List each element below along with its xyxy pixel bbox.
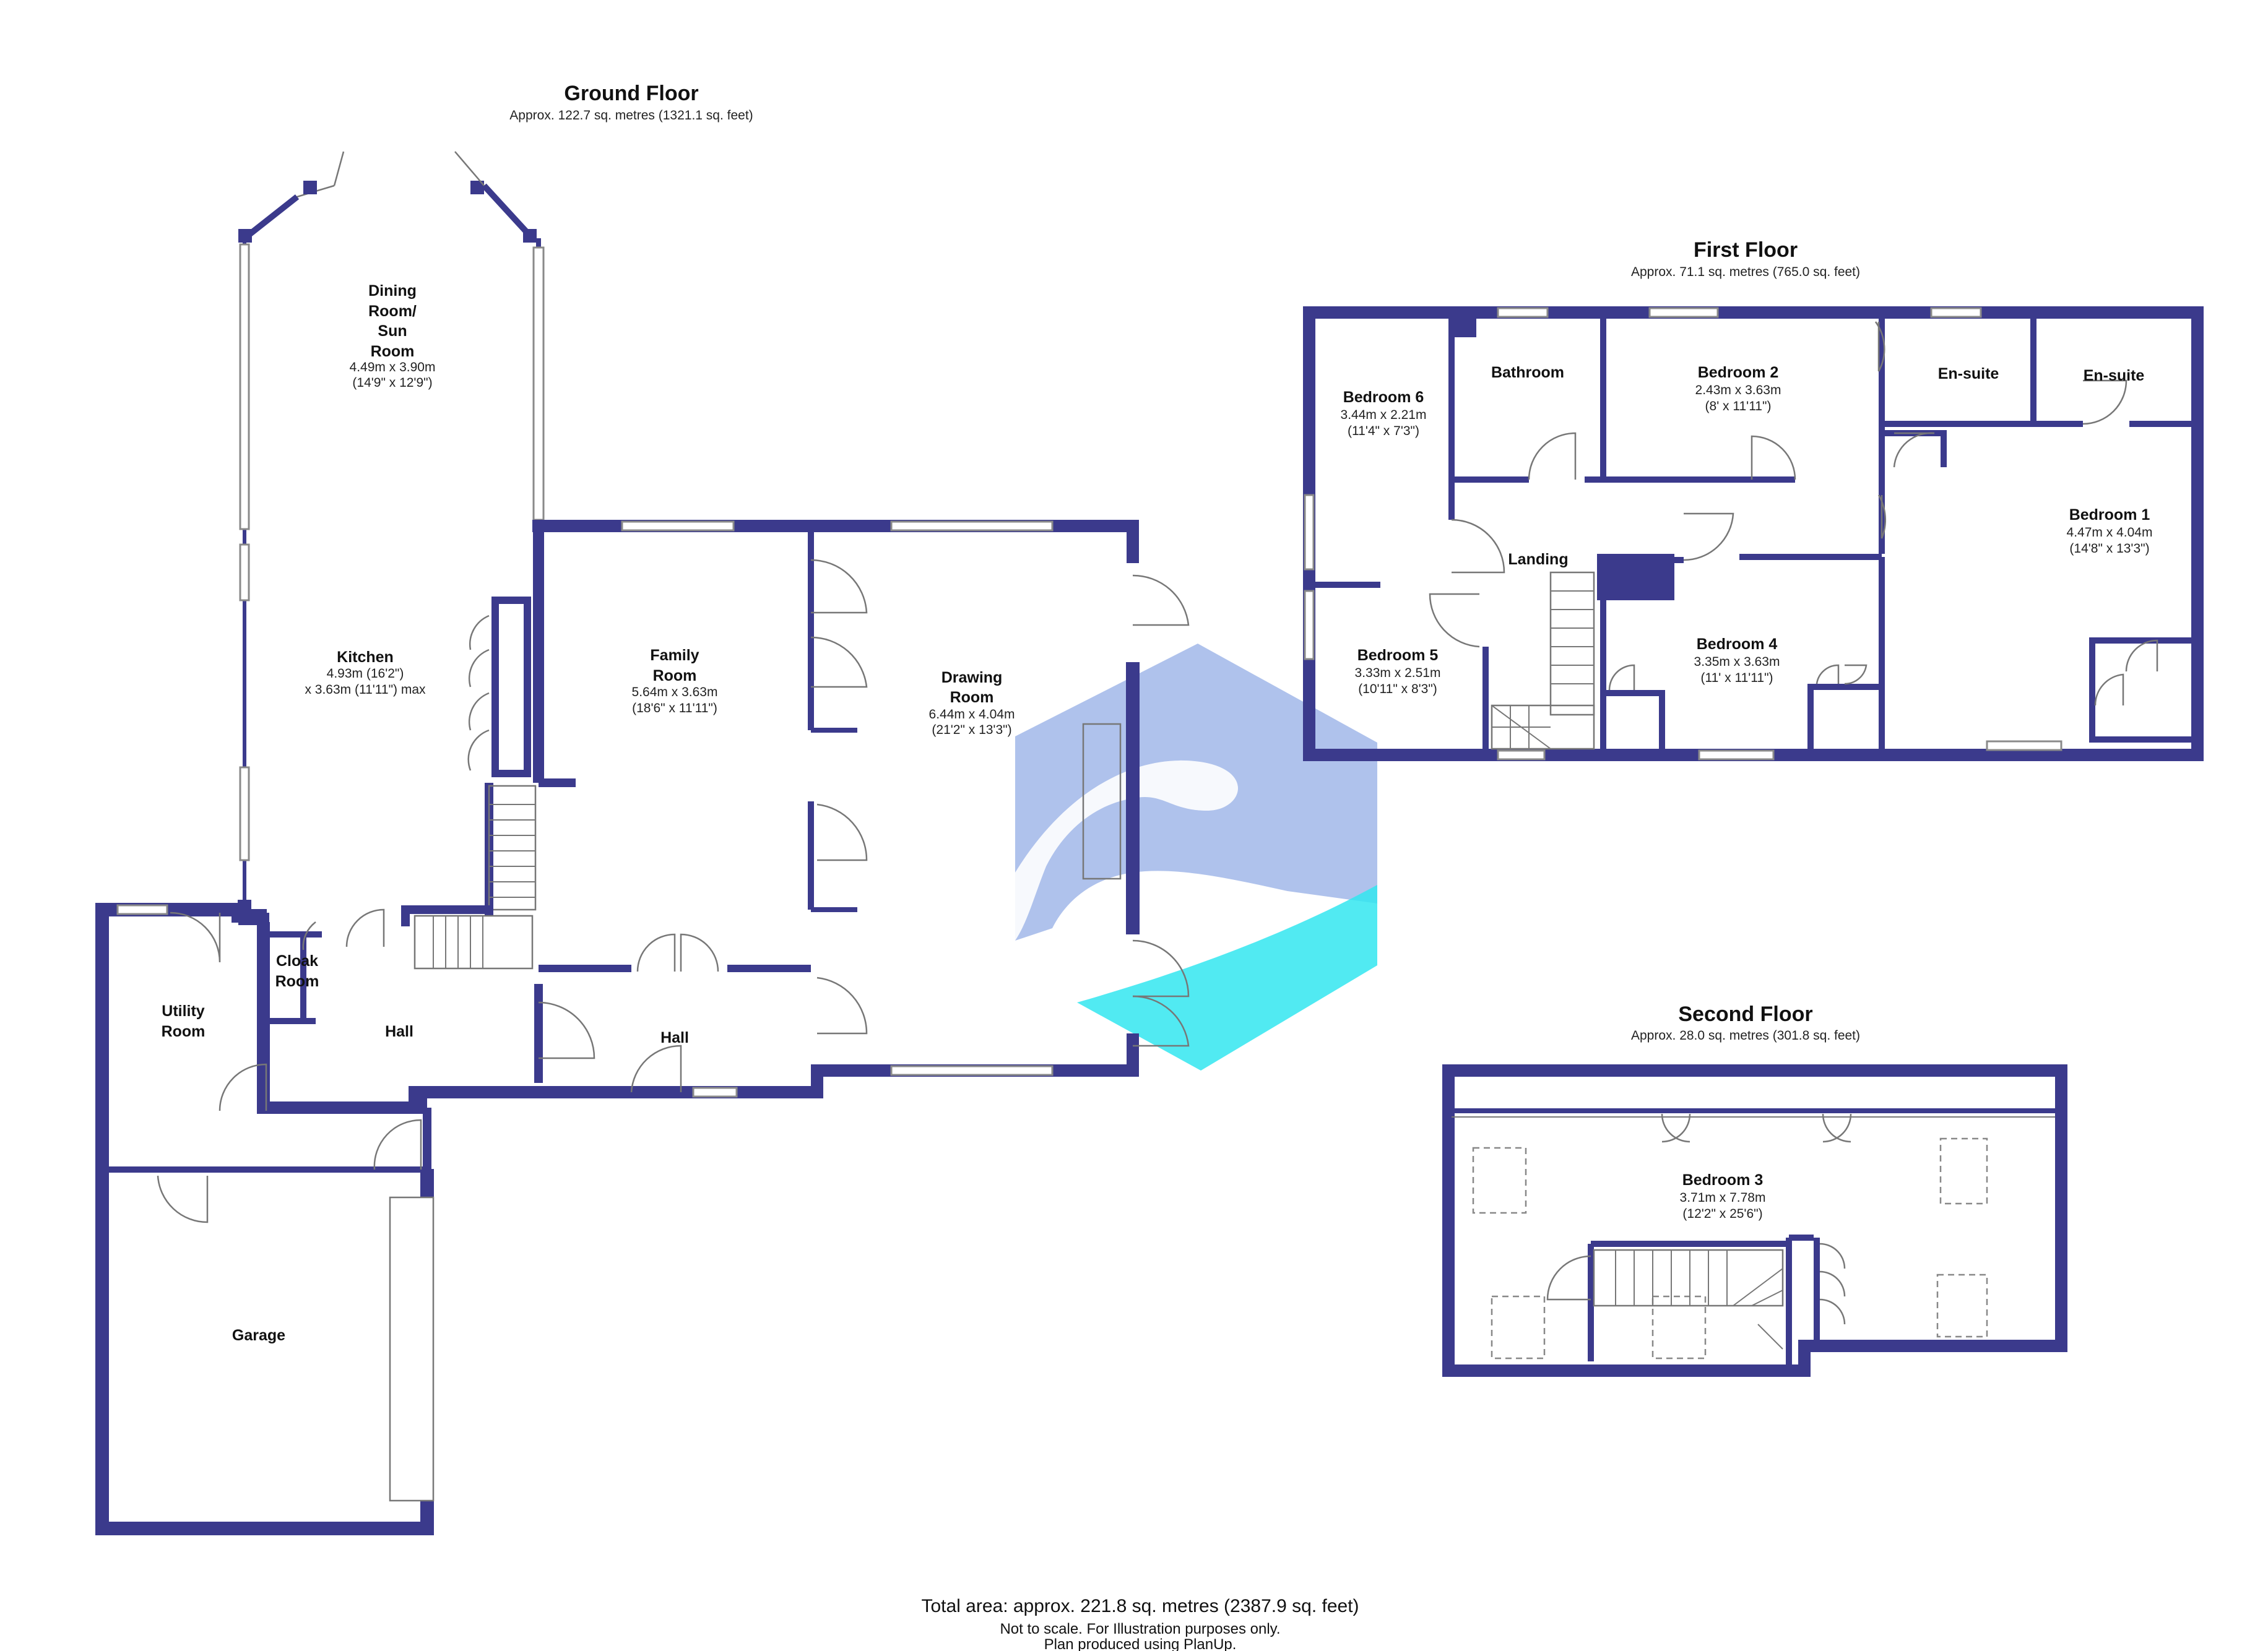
- watermark-logo: [1015, 644, 1377, 1071]
- dining-room-label: Dining: [368, 282, 417, 300]
- garage-label: Garage: [232, 1327, 285, 1344]
- bedroom-6-dimensions: (11'4" x 7'3"): [1348, 424, 1419, 438]
- drawing-room-label: Room: [950, 689, 994, 706]
- second-floor-plan: [1442, 1064, 2067, 1377]
- family-room-label: Room: [653, 667, 697, 684]
- hall-label: Hall: [385, 1023, 413, 1040]
- bedroom-4-dimensions: 3.35m x 3.63m: [1694, 655, 1780, 669]
- bedroom-5-dimensions: (10'11" x 8'3"): [1358, 682, 1437, 696]
- bedroom-3-label: Bedroom 3: [1682, 1171, 1764, 1189]
- landing-label: Landing: [1508, 551, 1568, 568]
- total-area: Total area: approx. 221.8 sq. metres (23…: [921, 1596, 1359, 1616]
- bedroom-4-dimensions: (11' x 11'11"): [1700, 671, 1773, 685]
- drawing-room-dimensions: 6.44m x 4.04m: [929, 707, 1015, 722]
- dining-room-dimensions: (14'9" x 12'9"): [352, 376, 432, 390]
- second-floor-title: Second Floor: [1678, 1002, 1812, 1026]
- kitchen-label: Kitchen: [337, 649, 394, 666]
- drawing-room-label: Drawing: [941, 669, 1003, 686]
- bedroom-2-label: Bedroom 2: [1698, 364, 1779, 381]
- first-floor-title: First Floor: [1694, 238, 1798, 262]
- bedroom-2-dimensions: (8' x 11'11"): [1705, 399, 1772, 413]
- ensuite-label: En-suite: [1938, 365, 1999, 382]
- bedroom-6-label: Bedroom 6: [1343, 389, 1424, 406]
- bedroom-1-dimensions: 4.47m x 4.04m: [2067, 525, 2153, 540]
- cloak-room-label: Room: [275, 973, 319, 990]
- utility-room-label: Utility: [162, 1002, 205, 1020]
- bedroom-5-label: Bedroom 5: [1357, 647, 1439, 664]
- dining-room-dimensions: 4.49m x 3.90m: [350, 360, 436, 374]
- first-floor-area: Approx. 71.1 sq. metres (765.0 sq. feet): [1631, 265, 1860, 279]
- utility-room-label: Room: [162, 1023, 206, 1040]
- hall-label: Hall: [660, 1029, 689, 1046]
- ground-floor-plan: [95, 151, 1190, 1535]
- family-room-dimensions: (18'6" x 11'11"): [632, 701, 717, 715]
- drawing-room-dimensions: (21'2" x 13'3"): [932, 723, 1011, 737]
- second-floor-area: Approx. 28.0 sq. metres (301.8 sq. feet): [1631, 1028, 1860, 1043]
- dining-room-label: Sun: [378, 322, 407, 340]
- kitchen-dimensions: 4.93m (16'2"): [327, 666, 404, 681]
- bedroom-3-dimensions: (12'2" x 25'6"): [1682, 1207, 1762, 1221]
- bedroom-1-label: Bedroom 1: [2069, 506, 2150, 524]
- bedroom-2-dimensions: 2.43m x 3.63m: [1695, 383, 1781, 397]
- bathroom-label: Bathroom: [1491, 364, 1564, 381]
- ground-floor-area: Approx. 122.7 sq. metres (1321.1 sq. fee…: [509, 108, 753, 123]
- bedroom-4-label: Bedroom 4: [1697, 636, 1778, 653]
- bedroom-6-dimensions: 3.44m x 2.21m: [1341, 408, 1427, 422]
- first-floor-plan: [1303, 306, 2204, 761]
- ensuite-label: En-suite: [2084, 367, 2145, 384]
- bedroom-3-dimensions: 3.71m x 7.78m: [1680, 1191, 1766, 1205]
- family-room-dimensions: 5.64m x 3.63m: [632, 685, 718, 699]
- cloak-room-label: Cloak: [276, 952, 318, 970]
- ground-floor-title: Ground Floor: [564, 82, 698, 105]
- kitchen-dimensions: x 3.63m (11'11") max: [305, 683, 426, 697]
- bedroom-1-dimensions: (14'8" x 13'3"): [2069, 541, 2149, 556]
- plan-credit: Plan produced using PlanUp.: [1044, 1636, 1237, 1651]
- dining-room-label: Room/: [368, 303, 417, 320]
- dining-room-label: Room: [371, 343, 415, 360]
- scale-note: Not to scale. For Illustration purposes …: [1000, 1621, 1280, 1637]
- bedroom-5-dimensions: 3.33m x 2.51m: [1355, 666, 1441, 680]
- family-room-label: Family: [650, 647, 699, 664]
